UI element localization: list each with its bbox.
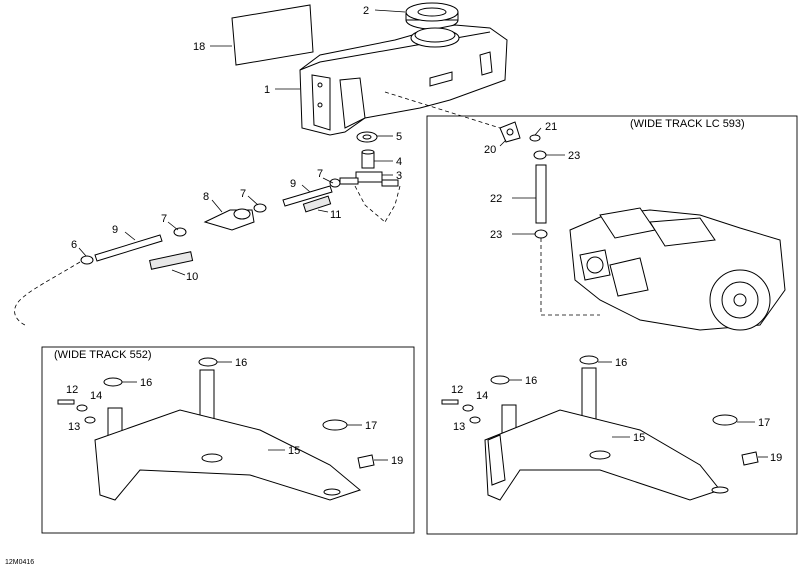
oil-hose[interactable] <box>535 164 547 224</box>
drawing-code: 12M0416 <box>5 559 34 566</box>
dashed-line <box>384 185 401 223</box>
callout-23[interactable]: 23 <box>490 229 502 241</box>
grommet[interactable] <box>712 414 738 426</box>
lc593-box-title: (WIDE TRACK LC 593) <box>630 118 745 130</box>
w552-box-title: (WIDE TRACK 552) <box>54 349 152 361</box>
callout-4[interactable]: 4 <box>396 156 402 168</box>
callout-19[interactable]: 19 <box>391 455 403 467</box>
callout-15[interactable]: 15 <box>633 432 645 444</box>
callout-18[interactable]: 18 <box>193 41 205 53</box>
dashed-line <box>384 91 501 129</box>
small-fitting[interactable] <box>529 134 541 142</box>
callout-11[interactable]: 11 <box>330 209 341 221</box>
oil-tank-cap[interactable] <box>405 2 459 30</box>
callout-15[interactable]: 15 <box>288 445 300 457</box>
clamp[interactable] <box>533 150 547 160</box>
callout-2[interactable]: 2 <box>363 5 369 17</box>
callout-16[interactable]: 16 <box>615 357 627 369</box>
oil-hose[interactable] <box>282 185 333 207</box>
clamp[interactable] <box>173 227 187 237</box>
nut[interactable] <box>469 416 481 424</box>
lc593-frame <box>426 115 798 535</box>
w552-frame <box>41 346 415 534</box>
callout-8[interactable]: 8 <box>203 191 209 203</box>
callout-12[interactable]: 12 <box>66 384 78 396</box>
callout-7[interactable]: 7 <box>161 213 167 225</box>
callout-9[interactable]: 9 <box>290 178 296 190</box>
callout-13[interactable]: 13 <box>68 421 80 433</box>
leader-lines <box>78 9 768 461</box>
cap[interactable] <box>490 375 510 385</box>
callout-14[interactable]: 14 <box>476 390 488 402</box>
nut[interactable] <box>84 416 96 424</box>
callout-17[interactable]: 17 <box>365 420 377 432</box>
callout-16[interactable]: 16 <box>140 377 152 389</box>
cap[interactable] <box>198 357 218 367</box>
callout-5[interactable]: 5 <box>396 131 402 143</box>
tank-outlet-washer[interactable] <box>356 131 378 143</box>
callout-16[interactable]: 16 <box>235 357 247 369</box>
callout-3[interactable]: 3 <box>396 170 402 182</box>
callout-6[interactable]: 6 <box>71 239 77 251</box>
callout-12[interactable]: 12 <box>451 384 463 396</box>
spring-guard[interactable] <box>302 195 332 213</box>
callout-19[interactable]: 19 <box>770 452 782 464</box>
nut[interactable] <box>357 454 375 469</box>
tee-fitting[interactable] <box>339 171 399 187</box>
callout-16[interactable]: 16 <box>525 375 537 387</box>
nut[interactable] <box>741 451 759 466</box>
callout-20[interactable]: 20 <box>484 144 496 156</box>
clamp[interactable] <box>253 203 267 213</box>
filter-fitting[interactable] <box>361 149 375 169</box>
dashed-line <box>354 185 386 223</box>
stand-bracket[interactable] <box>484 367 729 501</box>
cap[interactable] <box>103 377 123 387</box>
washer[interactable] <box>76 404 88 412</box>
oil-tank[interactable] <box>299 24 508 136</box>
dashed-line <box>540 238 600 316</box>
engine <box>569 207 786 331</box>
stand-bracket[interactable] <box>94 369 362 501</box>
tank-decal-label[interactable] <box>231 4 314 66</box>
bolt[interactable] <box>57 399 75 405</box>
check-valve[interactable] <box>203 208 255 231</box>
callout-22[interactable]: 22 <box>490 193 502 205</box>
callout-23[interactable]: 23 <box>568 150 580 162</box>
callout-7[interactable]: 7 <box>240 188 246 200</box>
bolt[interactable] <box>441 399 459 405</box>
callout-10[interactable]: 10 <box>186 271 198 283</box>
dashed-line <box>14 261 81 326</box>
washer[interactable] <box>462 404 474 412</box>
callout-14[interactable]: 14 <box>90 390 102 402</box>
callout-13[interactable]: 13 <box>453 421 465 433</box>
callout-9[interactable]: 9 <box>112 224 118 236</box>
spring-guard[interactable] <box>149 251 194 270</box>
callout-1[interactable]: 1 <box>264 84 270 96</box>
clamp[interactable] <box>80 255 94 265</box>
elbow-fitting[interactable] <box>499 121 521 143</box>
callout-21[interactable]: 21 <box>545 121 557 133</box>
clamp[interactable] <box>534 229 548 239</box>
callout-7[interactable]: 7 <box>317 168 323 180</box>
grommet[interactable] <box>322 419 348 431</box>
cap[interactable] <box>579 355 599 365</box>
oil-hose[interactable] <box>94 234 163 262</box>
callout-17[interactable]: 17 <box>758 417 770 429</box>
clamp[interactable] <box>329 178 341 188</box>
